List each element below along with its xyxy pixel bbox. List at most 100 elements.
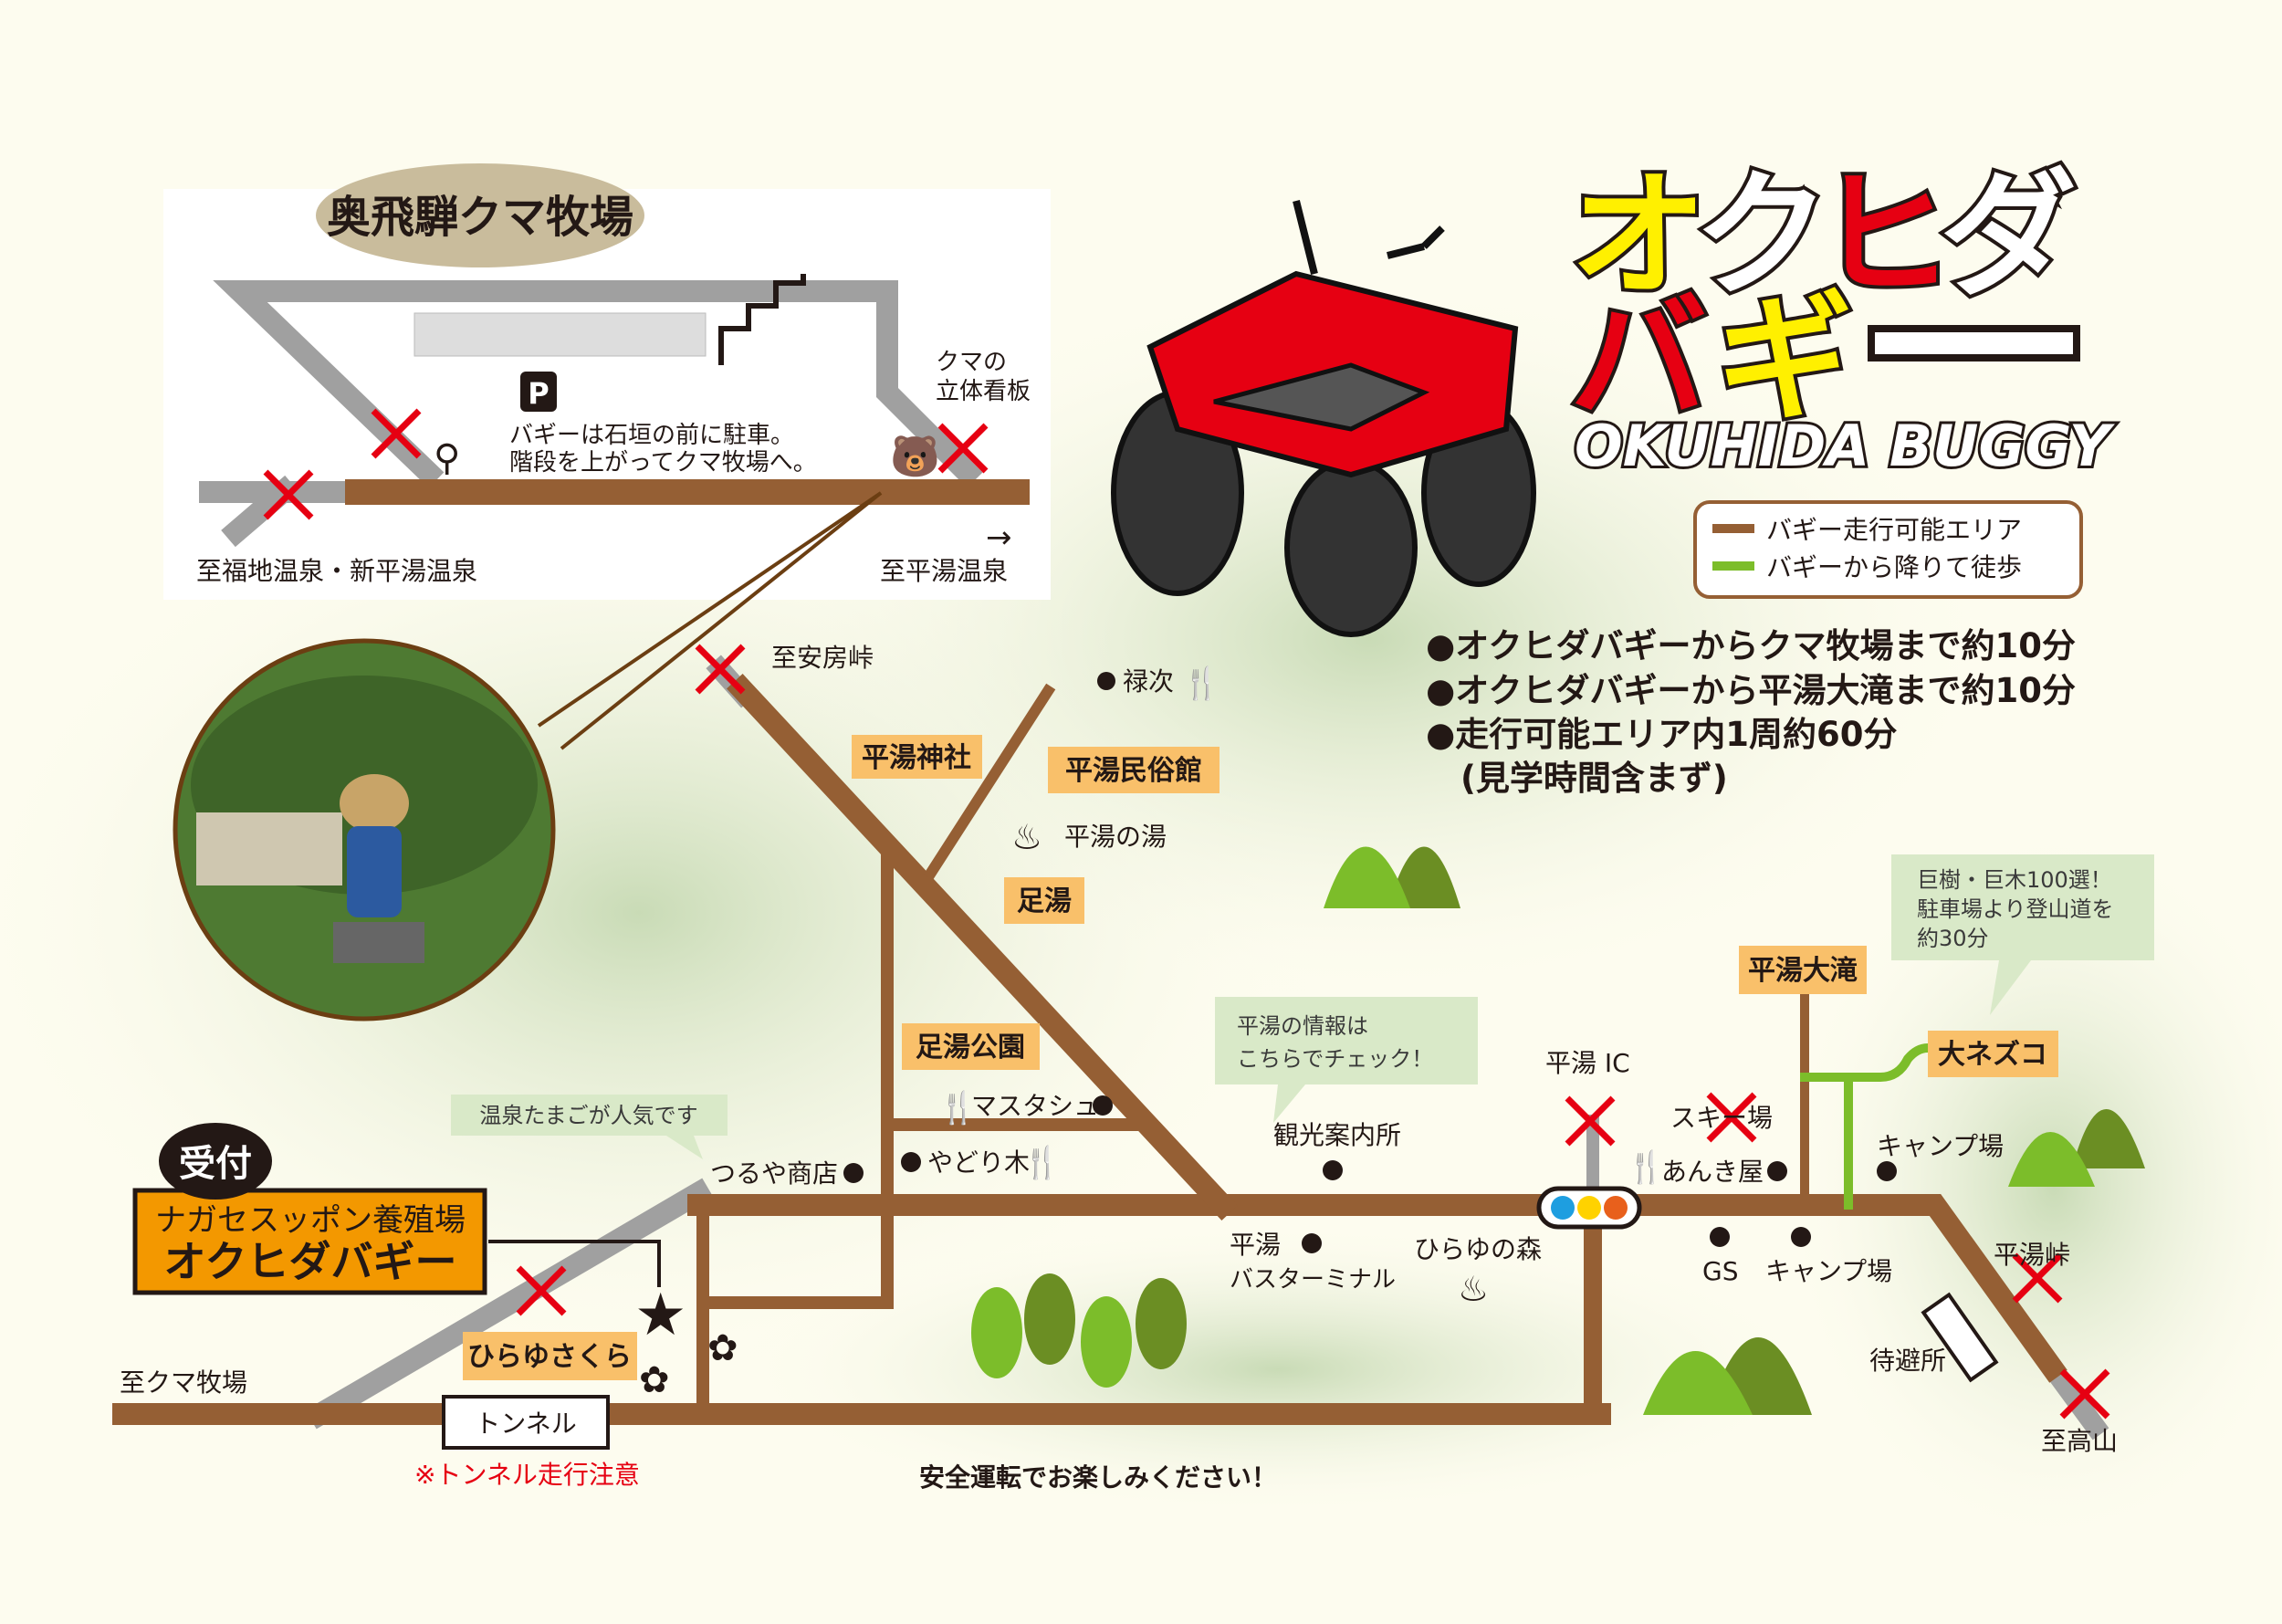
place-labels: 平湯神社 平湯民俗館 足湯 足湯公園 平湯大滝 大ネズコ ひらゆさくら (463, 735, 2058, 1380)
bear-sign-icon: 🐻 (890, 432, 940, 480)
fork-knife-icon: 🍴 (1182, 665, 1220, 702)
callout-egg: 温泉たまごが人気です (451, 1095, 728, 1159)
svg-text:●走行可能エリア内1周約60分: ●走行可能エリア内1周約60分 (1426, 715, 1898, 754)
buggy-illustration (1111, 200, 1536, 637)
label-minzokukan: 平湯民俗館 (1048, 747, 1220, 793)
svg-text:温泉たまごが人気です: 温泉たまごが人気です (479, 1103, 697, 1128)
svg-text:ギ: ギ (1716, 280, 1853, 439)
svg-text:バスターミナル: バスターミナル (1230, 1266, 1396, 1294)
svg-text:オクヒダバギー: オクヒダバギー (163, 1237, 456, 1286)
svg-text:※トンネル走行注意: ※トンネル走行注意 (414, 1460, 640, 1490)
fork-knife-icon: 🍴 (938, 1090, 977, 1126)
callout-info: 平湯の情報は こちらでチェック！ (1215, 997, 1478, 1123)
svg-text:バ: バ (1570, 280, 1707, 439)
svg-text:GS: GS (1702, 1256, 1738, 1286)
svg-text:ダ: ダ (1940, 157, 2077, 316)
star-icon: ★ (634, 1282, 686, 1349)
svg-text:クマの: クマの (936, 349, 1007, 376)
svg-text:平湯: 平湯 (1230, 1230, 1281, 1260)
svg-text:至福地温泉・新平湯温泉: 至福地温泉・新平湯温泉 (196, 556, 477, 586)
svg-text:ひらゆの森: ひらゆの森 (1414, 1234, 1542, 1264)
svg-text:●オクヒダバギーから平湯大滝まで約10分: ●オクヒダバギーから平湯大滝まで約10分 (1426, 671, 2076, 710)
hill-icons (1324, 846, 2145, 1415)
stone-wall (413, 312, 707, 357)
fork-knife-icon: 🍴 (1627, 1149, 1665, 1186)
sakura-icon: ✿ (639, 1359, 670, 1401)
svg-text:巨樹・巨木100選！: 巨樹・巨木100選！ (1917, 867, 2112, 893)
svg-text:至平湯温泉: 至平湯温泉 (880, 556, 1008, 586)
svg-text:ナガセスッポン養殖場: ナガセスッポン養殖場 (155, 1202, 466, 1239)
svg-text:平湯の情報は: 平湯の情報は (1237, 1013, 1368, 1039)
svg-text:キャンプ場: キャンプ場 (1765, 1256, 1892, 1286)
hot-spring-icon: ♨ (1011, 817, 1042, 857)
label-ashiyu: 足湯 (1004, 877, 1084, 924)
bus-stop-icon: ⚲ (434, 437, 460, 479)
parking-icon (520, 372, 557, 412)
svg-text:ひらゆさくら: ひらゆさくら (467, 1341, 632, 1373)
info-text: ●オクヒダバギーからクマ牧場まで約10分 ●オクヒダバギーから平湯大滝まで約10… (1426, 626, 2076, 798)
waiting-area (1921, 1292, 1999, 1383)
roads (112, 655, 2109, 1441)
svg-text:階段を上がってクマ牧場へ。: 階段を上がってクマ牧場へ。 (509, 449, 817, 477)
no-entry-x-icons (516, 644, 2110, 1420)
svg-text:平湯峠: 平湯峠 (1994, 1240, 2070, 1270)
svg-text:待避所: 待避所 (1869, 1346, 1946, 1376)
label-onezuko: 大ネズコ (1928, 1031, 2058, 1077)
tree-icons (971, 1273, 1187, 1388)
fork-knife-icon: 🍴 (1022, 1145, 1061, 1181)
svg-text:やどり木: やどり木 (927, 1147, 1030, 1178)
svg-text:バギーは石垣の前に駐車。: バギーは石垣の前に駐車。 (509, 422, 794, 449)
reception: 受付 ナガセスッポン養殖場 オクヒダバギー (132, 1123, 487, 1295)
svg-text:キャンプ場: キャンプ場 (1877, 1131, 2004, 1161)
svg-text:至クマ牧場: 至クマ牧場 (120, 1367, 247, 1398)
svg-text:至高山: 至高山 (2041, 1426, 2118, 1456)
spots: 至安房峠 禄次 🍴 ♨ 平湯の湯 マスタシュ 🍴 つるや商店 やどり木 🍴 観光… (120, 643, 2118, 1493)
sakura-icon: ✿ (707, 1327, 738, 1369)
svg-text:スキー場: スキー場 (1670, 1103, 1773, 1133)
svg-text:ク: ク (1693, 157, 1830, 316)
svg-text:奥飛騨クマ牧場: 奥飛騨クマ牧場 (327, 192, 633, 243)
label-otaki: 平湯大滝 (1739, 946, 1867, 994)
svg-text:あんき屋: あんき屋 (1661, 1157, 1764, 1187)
svg-text:平湯民俗館: 平湯民俗館 (1065, 755, 1202, 787)
label-ashiyu-koen: 足湯公園 (902, 1023, 1040, 1070)
bear-statue-photo (173, 638, 556, 1022)
svg-text:オ: オ (1570, 157, 1707, 316)
label-hirayu-sakura: ひらゆさくら (463, 1332, 637, 1380)
svg-text:駐車場より登山道を: 駐車場より登山道を (1917, 896, 2114, 922)
svg-text:ヒ: ヒ (1816, 157, 1953, 316)
traffic-light-icon (1536, 1186, 1642, 1230)
svg-text:立体看板: 立体看板 (936, 378, 1031, 405)
svg-text:足湯: 足湯 (1017, 885, 1072, 917)
svg-text:約30分: 約30分 (1917, 926, 1989, 951)
callout-big-tree: 巨樹・巨木100選！ 駐車場より登山道を 約30分 (1891, 854, 2154, 1015)
svg-text:バギーから降りて徒歩: バギーから降りて徒歩 (1766, 552, 2022, 582)
svg-text:マスタシュ: マスタシュ (971, 1091, 1099, 1121)
svg-text:バギー走行可能エリア: バギー走行可能エリア (1766, 515, 2022, 545)
svg-text:P: P (528, 376, 549, 411)
svg-text:平湯大滝: 平湯大滝 (1748, 955, 1858, 987)
svg-text:禄次: 禄次 (1123, 666, 1174, 697)
svg-text:至安房峠: 至安房峠 (771, 643, 874, 673)
okuhida-buggy-logo: オ ク ヒ ダ バ ギ OKUHIDA BUGGY (1566, 153, 2119, 482)
svg-text:安全運転でお楽しみください！: 安全運転でお楽しみください！ (919, 1462, 1277, 1493)
tunnel-box: トンネル (442, 1395, 610, 1450)
svg-text:平湯 IC: 平湯 IC (1545, 1048, 1630, 1078)
svg-text:足湯公園: 足湯公園 (916, 1032, 1025, 1063)
svg-text:つるや商店: つるや商店 (710, 1158, 838, 1189)
svg-text:平湯神社: 平湯神社 (862, 742, 971, 774)
svg-text:観光案内所: 観光案内所 (1273, 1120, 1401, 1150)
arrow-right-icon: → (986, 519, 1012, 556)
svg-text:平湯の湯: 平湯の湯 (1064, 822, 1167, 852)
svg-text:大ネズコ: 大ネズコ (1938, 1039, 2047, 1071)
svg-text:受付: 受付 (179, 1143, 252, 1185)
legend: バギー走行可能エリア バギーから降りて徒歩 (1693, 500, 2083, 599)
svg-text:OKUHIDA BUGGY: OKUHIDA BUGGY (1575, 413, 2116, 479)
hot-spring-icon: ♨ (1458, 1269, 1489, 1309)
svg-text:トンネル: トンネル (475, 1409, 576, 1439)
svg-text:(見学時間含まず): (見学時間含まず) (1460, 759, 1728, 798)
svg-text:こちらでチェック！: こちらでチェック！ (1237, 1046, 1433, 1072)
inset-bear-ranch: 奥飛騨クマ牧場 P バギーは石垣の前に駐車。 階段を上がってクマ牧場へ。 クマの… (163, 163, 1051, 750)
label-hirayu-jinja: 平湯神社 (852, 735, 982, 779)
